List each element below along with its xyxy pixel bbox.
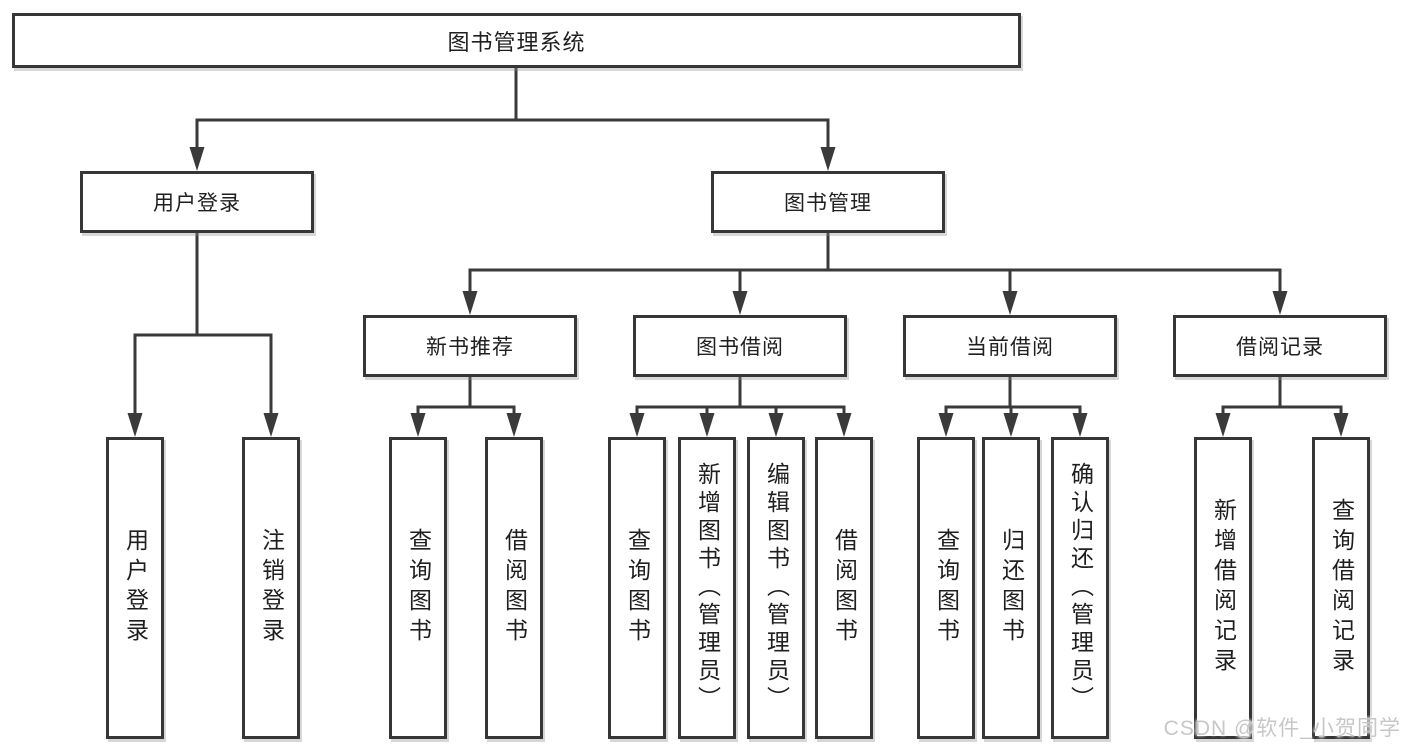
node-user-login: 用户登录 xyxy=(80,171,314,233)
node-cb-query-books: 查询图书 xyxy=(917,437,975,739)
node-book-borrow: 图书借阅 xyxy=(633,315,847,377)
node-book-management: 图书管理 xyxy=(711,171,945,233)
arrowhead xyxy=(1003,413,1019,437)
connector-root xyxy=(195,68,830,150)
connector-book-borrow xyxy=(635,377,846,416)
watermark: CSDN @软件_小贺同学 xyxy=(1163,717,1401,740)
arrowhead xyxy=(462,291,478,315)
node-root: 图书管理系统 xyxy=(12,13,1021,68)
connector-user-login xyxy=(133,233,273,416)
node-br-add-record: 新增借阅记录 xyxy=(1194,437,1252,739)
arrowhead xyxy=(410,413,426,437)
arrowhead xyxy=(1002,291,1018,315)
node-current-borrow: 当前借阅 xyxy=(903,315,1117,377)
arrowhead xyxy=(629,413,645,437)
arrowhead xyxy=(127,413,143,437)
arrowhead xyxy=(699,413,715,437)
node-nb-query-books: 查询图书 xyxy=(389,437,447,739)
arrowhead xyxy=(732,291,748,315)
node-new-book-recommend: 新书推荐 xyxy=(363,315,577,377)
arrowhead xyxy=(263,413,279,437)
node-leaf-logout: 注销登录 xyxy=(242,437,300,739)
arrowhead xyxy=(1333,413,1349,437)
node-bb-borrow-books: 借阅图书 xyxy=(815,437,873,739)
node-bb-query-books: 查询图书 xyxy=(608,437,666,739)
node-leaf-user-login: 用户登录 xyxy=(106,437,164,739)
arrowhead xyxy=(1272,291,1288,315)
connector-borrow-records xyxy=(1221,377,1343,416)
connector-current-borrow xyxy=(944,377,1082,416)
arrowhead xyxy=(1215,413,1231,437)
node-bb-edit-books: 编辑图书（管理员） xyxy=(747,437,805,739)
arrowhead xyxy=(836,413,852,437)
connector-new-book xyxy=(416,377,516,416)
connector-book-management xyxy=(468,233,1282,294)
node-nb-borrow-books: 借阅图书 xyxy=(485,437,543,739)
node-bb-add-books: 新增图书（管理员） xyxy=(678,437,736,739)
node-br-query-record: 查询借阅记录 xyxy=(1312,437,1370,739)
arrowhead xyxy=(820,147,836,171)
node-cb-confirm-return: 确认归还（管理员） xyxy=(1051,437,1109,739)
node-cb-return-books: 归还图书 xyxy=(982,437,1040,739)
arrowhead xyxy=(768,413,784,437)
arrowhead xyxy=(938,413,954,437)
arrowhead xyxy=(506,413,522,437)
arrowhead xyxy=(189,147,205,171)
arrowhead xyxy=(1072,413,1088,437)
node-borrow-records: 借阅记录 xyxy=(1173,315,1387,377)
